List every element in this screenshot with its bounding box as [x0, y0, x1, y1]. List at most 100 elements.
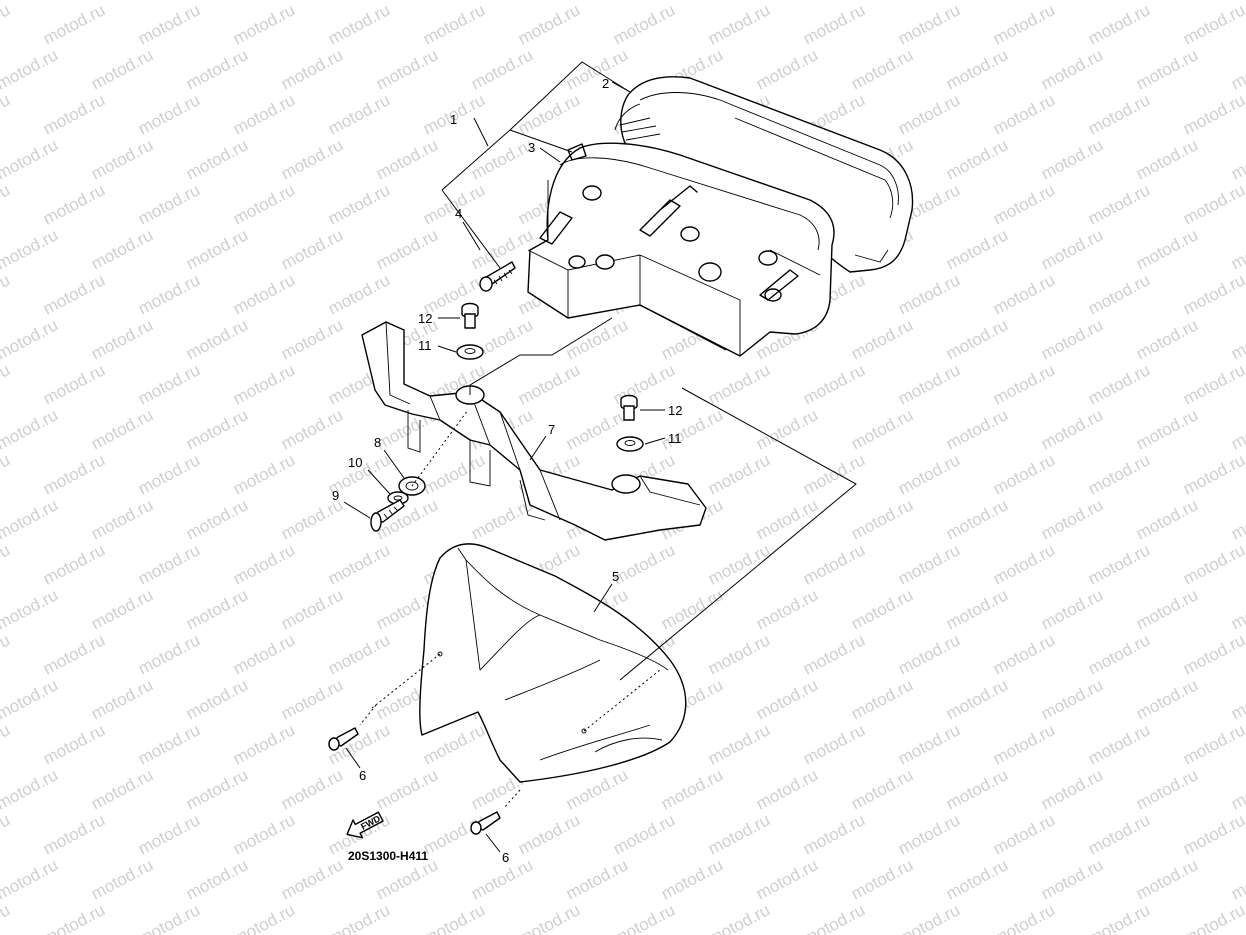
watermark-text: motod.ru [1085, 450, 1153, 498]
watermark-text: motod.ru [895, 270, 963, 318]
watermark-text: motod.ru [943, 315, 1011, 363]
watermark-text: motod.ru [753, 45, 821, 93]
callout-11-upper: 11 [418, 338, 432, 353]
watermark-text: motod.ru [183, 135, 251, 183]
watermark-text: motod.ru [230, 90, 298, 138]
watermark-text: motod.ru [40, 810, 108, 858]
watermark-text: motod.ru [40, 0, 108, 48]
watermark-text: motod.ru [40, 540, 108, 588]
watermark-text: motod.ru [895, 630, 963, 678]
watermark-text: motod.ru [40, 720, 108, 768]
watermark-text: motod.ru [895, 900, 963, 935]
watermark-text: motod.ru [1038, 765, 1106, 813]
watermark-text: motod.ru [800, 630, 868, 678]
watermark-text: motod.ru [895, 90, 963, 138]
watermark-text: motod.ru [88, 315, 156, 363]
watermark-text: motod.ru [990, 90, 1058, 138]
watermark-text: motod.ru [468, 495, 536, 543]
watermark-text: motod.ru [1038, 135, 1106, 183]
watermark-text: motod.ru [1180, 900, 1246, 935]
watermark-text: motod.ru [88, 855, 156, 903]
watermark-text: motod.ru [0, 765, 61, 813]
watermark-text: motod.ru [1228, 0, 1246, 4]
watermark-text: motod.ru [848, 315, 916, 363]
watermark-text: motod.ru [800, 0, 868, 48]
watermark-text: motod.ru [135, 540, 203, 588]
watermark-text: motod.ru [1228, 45, 1246, 93]
screw-item-4 [479, 261, 516, 292]
watermark-text: motod.ru [0, 135, 61, 183]
watermark-text: motod.ru [515, 360, 583, 408]
callout-5: 5 [612, 569, 619, 584]
watermark-text: motod.ru [183, 225, 251, 273]
watermark-text: motod.ru [895, 0, 963, 48]
watermark-text: motod.ru [230, 540, 298, 588]
watermark-text: motod.ru [1038, 855, 1106, 903]
watermark-text: motod.ru [800, 810, 868, 858]
callout-6-left: 6 [359, 768, 366, 783]
watermark-text: motod.ru [40, 630, 108, 678]
watermark-text: motod.ru [1133, 225, 1201, 273]
watermark-text: motod.ru [278, 135, 346, 183]
watermark-text: motod.ru [705, 720, 773, 768]
collar-item-10 [387, 491, 409, 505]
watermark-text: motod.ru [990, 180, 1058, 228]
watermark-text: motod.ru [943, 45, 1011, 93]
watermark-text: motod.ru [943, 855, 1011, 903]
watermark-text: motod.ru [325, 90, 393, 138]
watermark-text: motod.ru [230, 360, 298, 408]
watermark-text: motod.ru [848, 495, 916, 543]
watermark-text: motod.ru [895, 720, 963, 768]
watermark-text: motod.ru [658, 765, 726, 813]
callout-3: 3 [528, 140, 535, 155]
watermark-text: motod.ru [135, 810, 203, 858]
watermark-text: motod.ru [1038, 495, 1106, 543]
watermark-text: motod.ru [0, 900, 13, 935]
watermark-text: motod.ru [135, 0, 203, 48]
watermark-text: motod.ru [1085, 630, 1153, 678]
watermark-text: motod.ru [1085, 180, 1153, 228]
watermark-text: motod.ru [1180, 360, 1246, 408]
watermark-text: motod.ru [990, 900, 1058, 935]
watermark-text: motod.ru [88, 45, 156, 93]
watermark-text: motod.ru [230, 180, 298, 228]
watermark-text: motod.ru [1085, 360, 1153, 408]
watermark-text: motod.ru [325, 180, 393, 228]
watermark-text: motod.ru [1085, 540, 1153, 588]
meter-cover [419, 543, 687, 783]
watermark-text: motod.ru [1038, 225, 1106, 273]
watermark-text: motod.ru [278, 765, 346, 813]
watermark-text: motod.ru [40, 180, 108, 228]
watermark-text: motod.ru [183, 45, 251, 93]
watermark-text: motod.ru [563, 315, 631, 363]
watermark-text: motod.ru [610, 360, 678, 408]
watermark-text: motod.ru [0, 540, 13, 588]
watermark-text: motod.ru [230, 450, 298, 498]
watermark-text: motod.ru [135, 720, 203, 768]
watermark-text: motod.ru [420, 810, 488, 858]
leader-lines [343, 61, 857, 853]
watermark-text: motod.ru [278, 315, 346, 363]
watermark-text: motod.ru [943, 405, 1011, 453]
watermark-text: motod.ru [230, 630, 298, 678]
watermark-text: motod.ru [0, 585, 61, 633]
watermark-text: motod.ru [40, 90, 108, 138]
watermark-text: motod.ru [183, 405, 251, 453]
watermark-text: motod.ru [990, 540, 1058, 588]
watermark-text: motod.ru [848, 855, 916, 903]
watermark-text: motod.ru [183, 765, 251, 813]
watermark-text: motod.ru [943, 135, 1011, 183]
screw-item-9 [370, 499, 405, 532]
watermark-text: motod.ru [468, 135, 536, 183]
watermark-text: motod.ru [0, 180, 13, 228]
watermark-text: motod.ru [753, 675, 821, 723]
watermark-text: motod.ru [88, 495, 156, 543]
watermark-text: motod.ru [1085, 810, 1153, 858]
watermark-text: motod.ru [943, 675, 1011, 723]
watermark-text: motod.ru [1038, 675, 1106, 723]
watermark-text: motod.ru [230, 720, 298, 768]
watermark-text: motod.ru [0, 450, 13, 498]
watermark-text: motod.ru [135, 90, 203, 138]
watermark-text: motod.ru [183, 315, 251, 363]
